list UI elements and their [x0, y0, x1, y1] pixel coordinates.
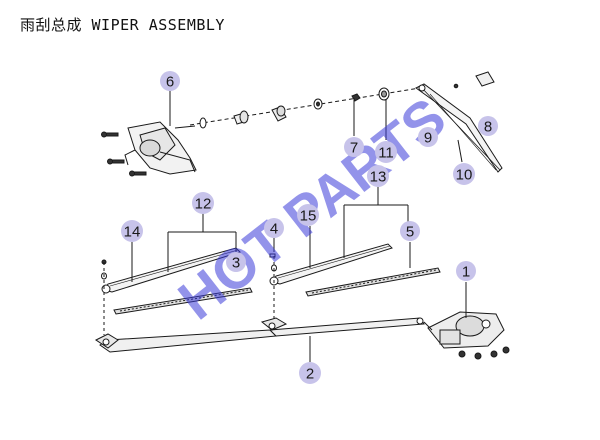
callout-8[interactable]: 8 — [478, 116, 498, 136]
callout-12[interactable]: 12 — [192, 192, 214, 214]
callout-2[interactable]: 2 — [299, 362, 321, 384]
svg-text:12: 12 — [195, 196, 212, 213]
svg-text:15: 15 — [300, 208, 317, 225]
callout-10[interactable]: 10 — [453, 163, 475, 185]
wiper-linkage — [95, 317, 425, 353]
callout-4[interactable]: 4 — [264, 218, 284, 238]
svg-text:5: 5 — [406, 224, 414, 241]
callout-14[interactable]: 14 — [121, 220, 143, 242]
callout-9[interactable]: 9 — [418, 127, 438, 147]
right-wiper-arm — [269, 243, 393, 286]
svg-text:6: 6 — [166, 74, 174, 91]
svg-text:10: 10 — [456, 167, 473, 184]
leader-lines — [131, 91, 467, 362]
callout-6[interactable]: 6 — [160, 71, 180, 91]
left-pivot-parts — [101, 259, 107, 335]
wiper-motor — [423, 311, 505, 349]
svg-text:9: 9 — [424, 130, 432, 147]
callout-1[interactable]: 1 — [456, 261, 476, 281]
arm-cap — [453, 71, 495, 89]
svg-text:3: 3 — [232, 255, 240, 272]
callout-15[interactable]: 15 — [297, 204, 319, 226]
motor-bolts — [458, 346, 510, 360]
svg-text:13: 13 — [370, 169, 387, 186]
callout-7[interactable]: 7 — [344, 137, 364, 157]
bracket-bolts — [101, 131, 147, 177]
svg-text:2: 2 — [306, 366, 314, 383]
svg-text:11: 11 — [378, 145, 394, 162]
left-wiper-arm — [101, 247, 241, 294]
rear-wiper-arm — [415, 83, 503, 173]
callout-13[interactable]: 13 — [367, 165, 389, 187]
svg-text:14: 14 — [124, 224, 141, 241]
callout-11[interactable]: 11 — [375, 141, 397, 163]
rear-wiper-motor-bracket — [124, 121, 197, 175]
left-wiper-blade — [113, 287, 253, 315]
svg-text:1: 1 — [462, 264, 470, 281]
right-wiper-blade — [305, 267, 441, 297]
callout-3[interactable]: 3 — [226, 252, 246, 272]
callout-5[interactable]: 5 — [400, 221, 420, 241]
page-title: 雨刮总成 WIPER ASSEMBLY — [20, 16, 225, 34]
right-pivot-parts — [269, 253, 277, 320]
svg-text:8: 8 — [484, 119, 492, 136]
svg-text:7: 7 — [350, 140, 358, 157]
svg-text:4: 4 — [270, 221, 278, 238]
